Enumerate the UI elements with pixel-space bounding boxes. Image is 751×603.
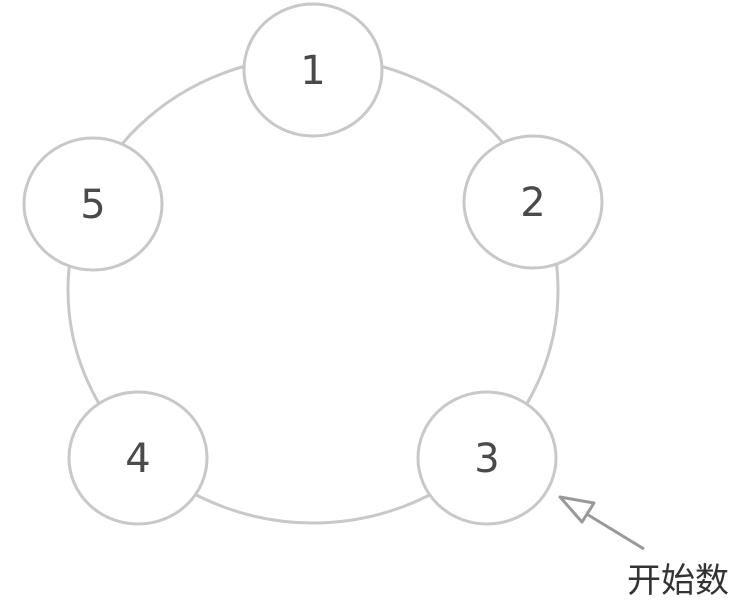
node-circle [242,2,384,138]
node-1: 1 [242,2,384,138]
node-4: 4 [67,390,209,526]
node-3: 3 [416,390,558,526]
start-arrow [558,495,645,551]
node-label: 5 [80,182,105,228]
start-count-label: 开始数 [627,561,729,601]
node-5: 5 [22,136,164,272]
node-label: 3 [474,436,499,482]
node-label: 2 [520,180,545,226]
node-circle [462,134,604,270]
node-label: 4 [125,436,150,482]
node-circle [416,390,558,526]
arrowhead-icon [558,495,596,524]
node-circle [22,136,164,272]
node-label: 1 [300,48,325,94]
node-circle [67,390,209,526]
node-2: 2 [462,134,604,270]
